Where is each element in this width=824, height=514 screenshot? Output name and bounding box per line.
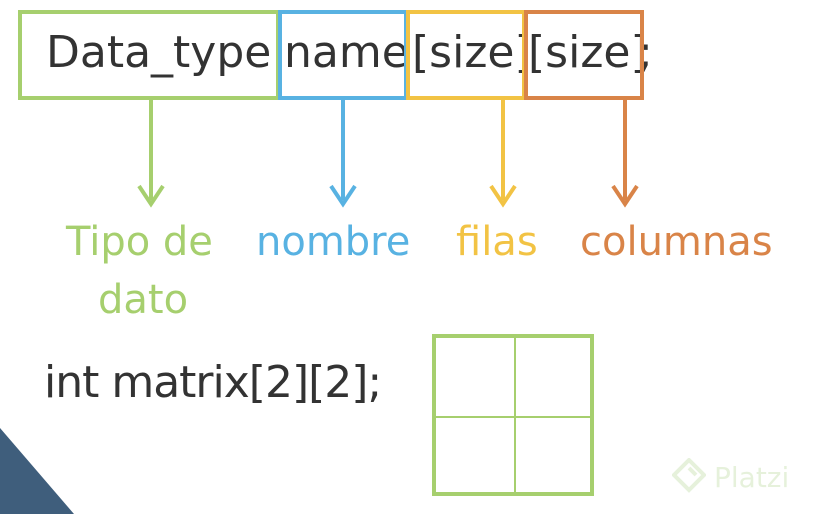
arrow-cols — [611, 100, 639, 208]
matrix-cell — [436, 338, 516, 418]
name-box — [278, 10, 408, 100]
arrow-name — [329, 100, 357, 208]
matrix-grid — [432, 334, 594, 496]
label-dato: dato — [98, 277, 189, 323]
label-tipo-de: Tipo de — [66, 219, 213, 265]
matrix-cell — [514, 338, 594, 418]
platzi-watermark: Platzi — [672, 458, 789, 496]
rows-size-box — [406, 10, 526, 100]
arrow-rows — [489, 100, 517, 208]
arrow-data-type — [137, 100, 165, 208]
label-columnas: columnas — [580, 219, 773, 265]
cols-size-box — [524, 10, 644, 100]
watermark-text: Platzi — [714, 460, 790, 494]
label-filas: filas — [456, 219, 538, 265]
syntax-cols-size: [size] — [528, 27, 648, 78]
data-type-box — [18, 10, 280, 100]
syntax-data-type: Data_type — [46, 27, 272, 78]
syntax-rows-size: [size] — [412, 27, 532, 78]
platzi-logo-icon — [672, 458, 706, 493]
example-declaration: int matrix[2][2]; — [44, 357, 382, 408]
label-nombre: nombre — [256, 219, 411, 265]
matrix-cell — [436, 416, 516, 496]
matrix-cell — [514, 416, 594, 496]
syntax-name: name — [284, 27, 409, 78]
